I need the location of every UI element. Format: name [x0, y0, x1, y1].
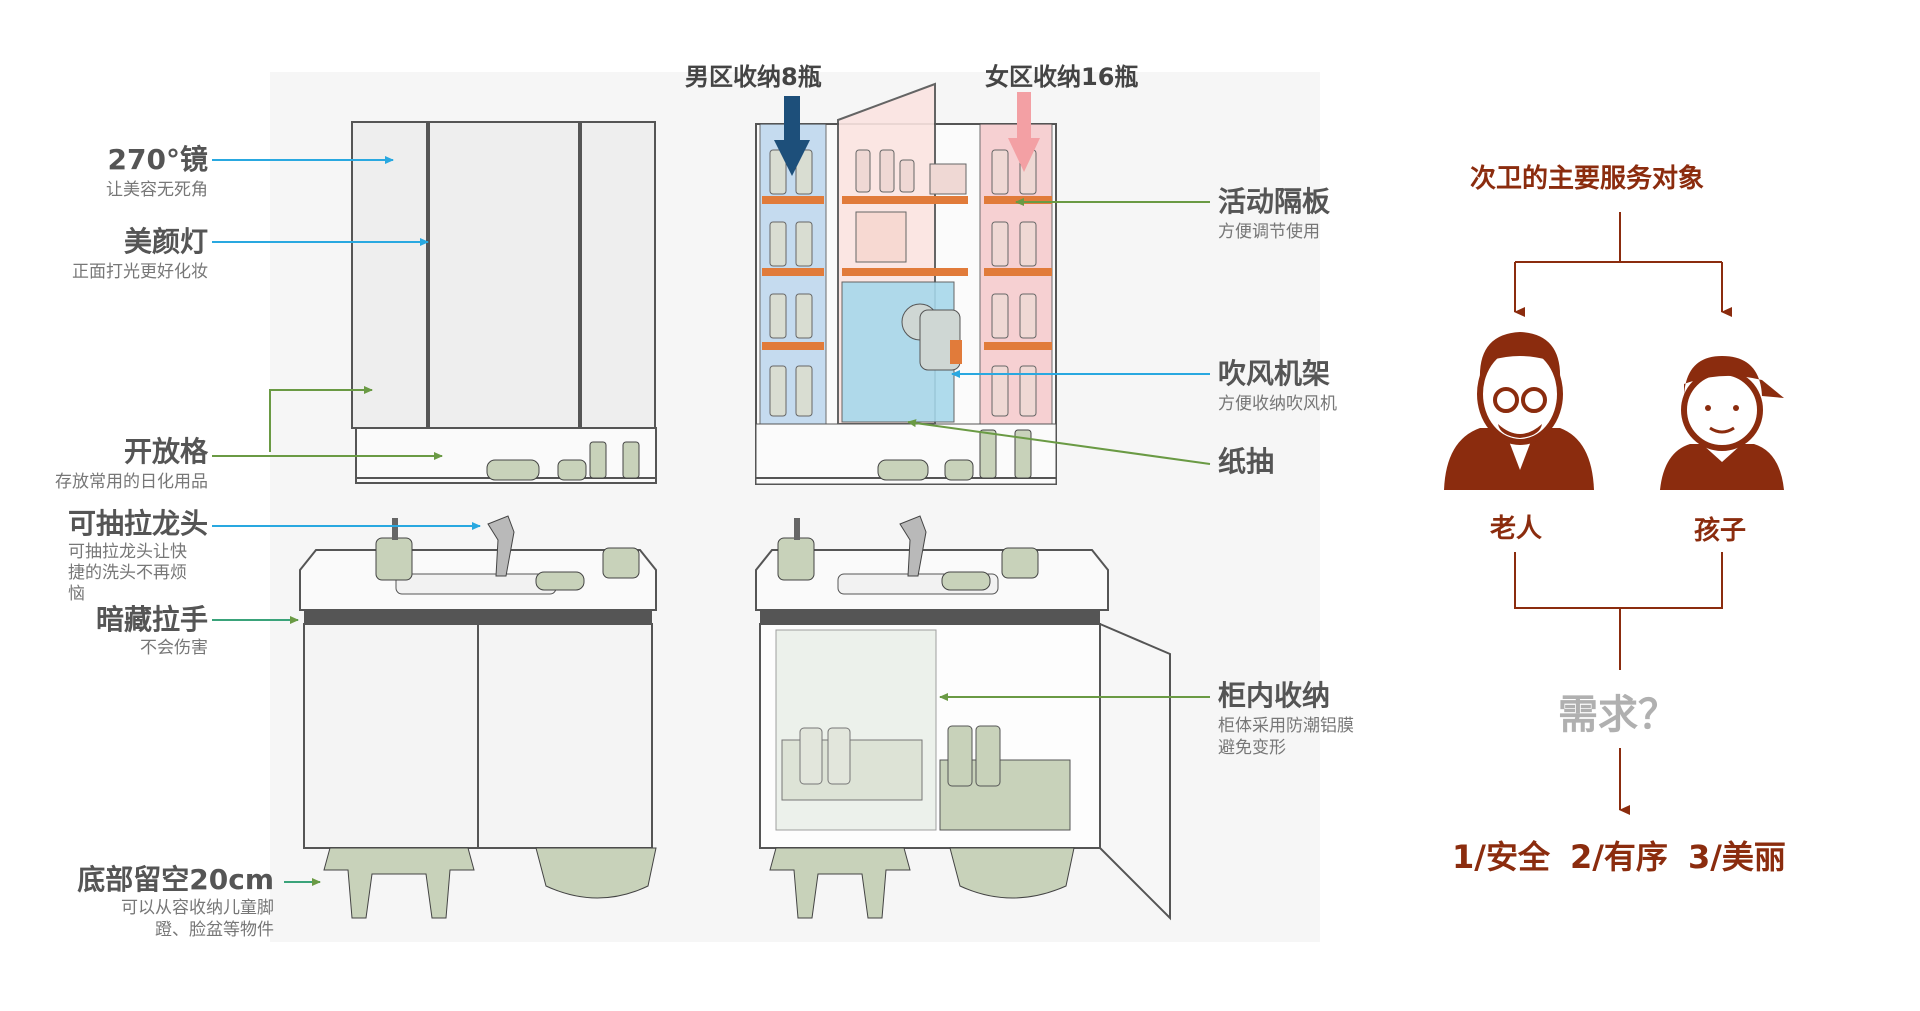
men-zone-label: 男区收纳8瓶 [685, 63, 822, 91]
child-icon [1660, 356, 1784, 490]
answer-order: 2/有序 [1569, 838, 1668, 876]
tissue-title: 纸抽 [1218, 445, 1275, 478]
answer-safety: 1/安全 [1452, 838, 1550, 876]
left-annotation-arrows [212, 156, 481, 886]
flowchart-lines [1514, 212, 1732, 815]
faucet-desc-2: 捷的洗头不再烦 [68, 563, 187, 583]
handle-title: 暗藏拉手 [95, 603, 208, 636]
cabinet-storage-desc-1: 柜体采用防潮铝膜 [1218, 716, 1354, 736]
shelf-desc: 方便调节使用 [1218, 222, 1320, 242]
cabinet-storage-desc-2: 避免变形 [1218, 738, 1286, 758]
needs-answers: 1/安全 2/有序 3/美丽 [1452, 832, 1806, 878]
open-shelf-desc: 存放常用的日化用品 [55, 472, 208, 492]
faucet-title: 可抽拉龙头 [67, 507, 208, 540]
open-shelf-title: 开放格 [123, 435, 208, 468]
cabinet-storage-title: 柜内收纳 [1218, 679, 1331, 712]
bottom-desc-2: 蹬、脸盆等物件 [155, 920, 274, 940]
right-vanity [755, 515, 1171, 921]
child-label: 孩子 [1694, 516, 1747, 546]
faucet-desc-3: 恼 [68, 584, 85, 604]
elderly-icon [1444, 332, 1594, 490]
mirror-title: 270°镜 [107, 143, 208, 176]
elderly-label: 老人 [1490, 514, 1543, 544]
top-zone-arrows [774, 92, 1040, 176]
mirror-desc: 让美容无死角 [106, 180, 208, 200]
answer-beauty: 3/美丽 [1687, 838, 1786, 876]
handle-desc: 不会伤害 [140, 638, 208, 658]
dryer-desc: 方便收纳吹风机 [1218, 394, 1337, 414]
bottom-desc-1: 可以从容收纳儿童脚 [121, 898, 274, 918]
needs-label: 需求？ [1558, 692, 1678, 738]
left-vanity [299, 515, 657, 919]
women-zone-label: 女区收纳16瓶 [985, 63, 1139, 91]
faucet-desc-1: 可抽拉龙头让快 [68, 542, 187, 562]
right-annotation-arrows [907, 198, 1211, 701]
flowchart-title: 次卫的主要服务对象 [1470, 164, 1705, 194]
shelf-title: 活动隔板 [1218, 185, 1331, 218]
light-desc: 正面打光更好化妆 [72, 262, 208, 282]
bottom-title: 底部留空20cm [77, 863, 274, 896]
dryer-title: 吹风机架 [1218, 357, 1331, 390]
right-mirror-cabinet [755, 82, 1057, 485]
light-title: 美颜灯 [123, 225, 208, 258]
left-mirror-cabinet [351, 121, 657, 484]
